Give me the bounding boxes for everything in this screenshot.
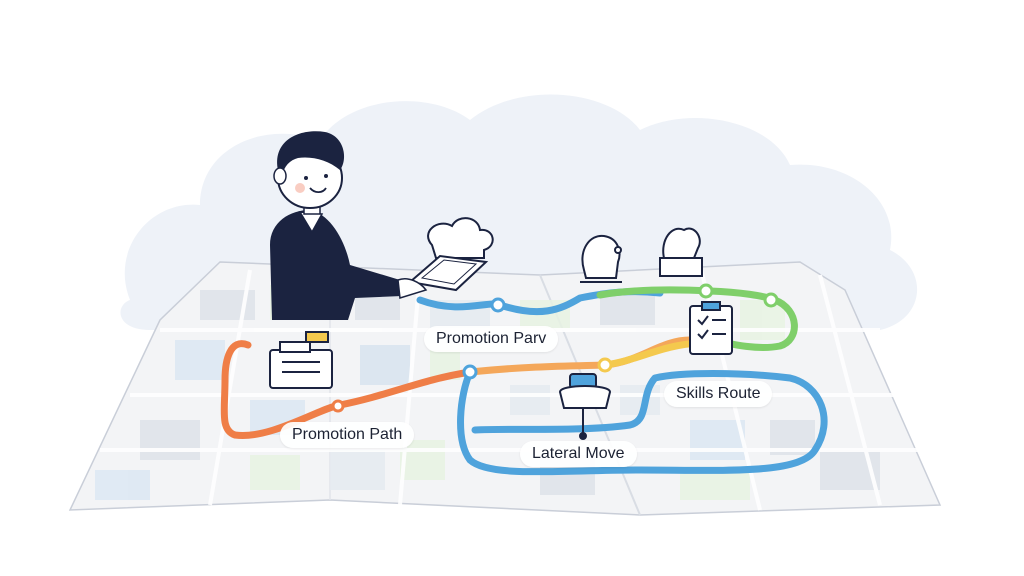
- label-skills-route: Skills Route: [664, 381, 773, 407]
- checklist-icon: [689, 301, 733, 355]
- person-illustration: [270, 131, 428, 320]
- mixer-figure-icon: [659, 227, 703, 277]
- cash-register-icon: [269, 331, 333, 389]
- route-lateral-move: [457, 368, 828, 476]
- label-lateral-move: Lateral Move: [520, 441, 637, 467]
- route-promotion-left: [220, 340, 474, 439]
- career-routes: [220, 283, 828, 476]
- label-promotion-path-left: Promotion Path: [280, 422, 415, 448]
- robot-waiter-icon: [558, 373, 612, 440]
- chef-hat-icon: [427, 217, 494, 259]
- label-promotion-path-top: Promotion Parv: [424, 326, 559, 352]
- waypoints: [331, 283, 779, 413]
- mentor-bust-icon: [580, 234, 622, 283]
- order-tablet-icon: [407, 254, 489, 292]
